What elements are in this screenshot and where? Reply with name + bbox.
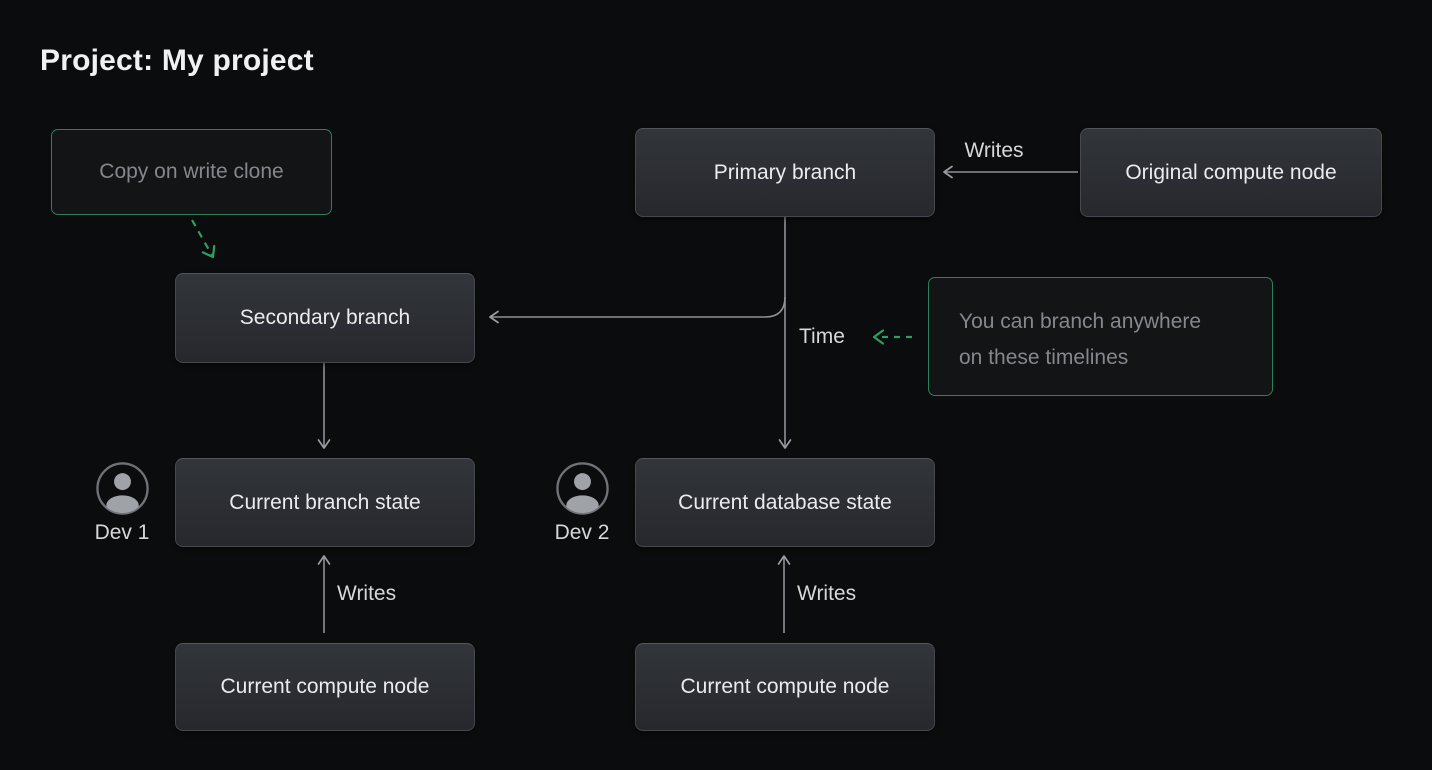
annotation-line-2: on these timelines	[959, 346, 1129, 369]
node-label: Current compute node	[220, 675, 430, 698]
arrow-clone-to-secondary	[191, 219, 216, 259]
node-current-compute-node-left: Current compute node	[175, 643, 475, 731]
annotation-callout: You can branch anywhere on these timelin…	[928, 277, 1273, 396]
node-label: Primary branch	[713, 160, 857, 184]
node-label: Current compute node	[680, 675, 890, 698]
user-avatar-icon	[555, 462, 609, 515]
node-current-database-state: Current database state	[635, 458, 935, 547]
node-current-branch-state: Current branch state	[175, 458, 475, 547]
edge-label-writes-left: Writes	[337, 582, 397, 605]
node-label: Copy on write clone	[99, 160, 284, 183]
edge-label-writes-right: Writes	[797, 582, 857, 605]
node-label: Original compute node	[1125, 160, 1337, 184]
dev-2: Dev 2	[547, 461, 617, 545]
node-secondary-branch: Secondary branch	[175, 273, 475, 363]
node-original-compute-node: Original compute node	[1080, 128, 1382, 217]
arrow-branch-to-secondary	[489, 296, 786, 324]
node-current-compute-node-right: Current compute node	[635, 643, 935, 731]
node-label: Secondary branch	[239, 306, 411, 329]
page-title: Project: My project	[40, 44, 314, 77]
node-label: Current branch state	[229, 490, 421, 514]
annotation-line-1: You can branch anywhere	[959, 310, 1202, 333]
user-avatar-icon	[95, 462, 149, 515]
dev-label: Dev 2	[554, 521, 610, 544]
dev-label: Dev 1	[94, 521, 150, 544]
edge-label-time: Time	[799, 325, 845, 348]
edge-label-writes-original: Writes	[964, 139, 1024, 162]
node-copy-on-write-clone: Copy on write clone	[51, 129, 332, 215]
node-label: Current database state	[678, 490, 892, 514]
node-primary-branch: Primary branch	[635, 128, 935, 217]
dev-1: Dev 1	[87, 461, 157, 545]
